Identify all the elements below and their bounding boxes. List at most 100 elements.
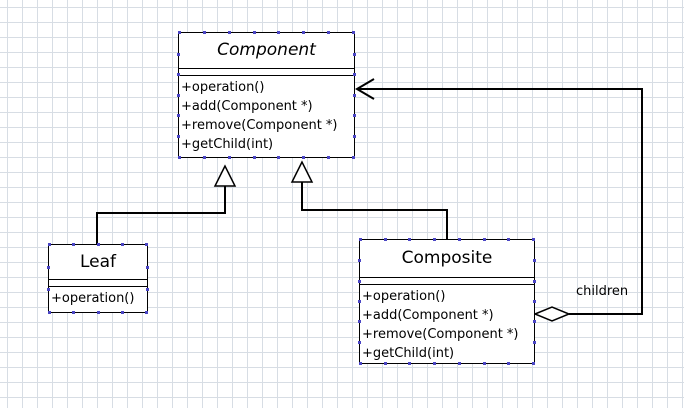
aggregation-diamond [533,306,571,322]
children-aggregation-edge[interactable] [355,78,643,322]
selection-handle [203,31,206,34]
class-component-operation: +getChild(int) [181,137,274,152]
selection-handle [533,341,536,344]
selection-handle [277,156,280,159]
class-leaf-attributes [49,280,147,287]
selection-handle [533,259,536,262]
selection-handle [146,266,149,269]
selection-handle [433,362,436,365]
selection-handle [358,259,361,262]
selection-handle [533,300,536,303]
selection-handle [121,243,124,246]
selection-handle [327,31,330,34]
selection-handle [384,238,387,241]
class-component[interactable]: Component +operation() +add(Component *)… [178,32,355,158]
class-composite-name: Composite [360,240,534,278]
selection-handle [277,31,280,34]
composite-generalization-line [301,182,448,241]
leaf-generalization-arrowhead [213,164,237,187]
selection-handle [533,320,536,323]
selection-handle [359,238,362,241]
class-composite-attributes [360,278,534,285]
selection-handle [97,243,100,246]
selection-handle [47,288,50,291]
selection-handle [228,156,231,159]
selection-handle [408,362,411,365]
class-composite-operation: +add(Component *) [362,308,494,323]
selection-handle [327,156,330,159]
selection-handle [228,31,231,34]
selection-handle [145,311,148,314]
selection-handle [353,53,356,56]
selection-handle [253,31,256,34]
selection-handle [353,94,356,97]
selection-handle [97,311,100,314]
class-component-operation: +add(Component *) [181,99,313,114]
class-component-operation: +remove(Component *) [181,118,338,133]
leaf-generalization-edge[interactable] [96,164,237,246]
class-component-operation: +operation() [181,80,265,95]
selection-handle [177,114,180,117]
selection-handle [48,243,51,246]
selection-handle [358,341,361,344]
selection-handle [507,238,510,241]
selection-handle [177,73,180,76]
selection-handle [533,280,536,283]
selection-handle [302,156,305,159]
selection-handle [433,238,436,241]
class-component-name: Component [179,33,354,69]
selection-handle [72,311,75,314]
selection-handle [47,266,50,269]
class-leaf-operations: +operation() [49,287,147,309]
children-aggregation-arrowhead [355,78,375,100]
selection-handle [178,31,181,34]
selection-handle [302,31,305,34]
class-leaf-operation: +operation() [51,291,135,306]
selection-handle [353,114,356,117]
class-leaf-name: Leaf [49,245,147,280]
selection-handle [145,243,148,246]
selection-handle [408,238,411,241]
selection-handle [532,362,535,365]
selection-handle [177,135,180,138]
selection-handle [177,53,180,56]
selection-handle [358,280,361,283]
class-composite[interactable]: Composite +operation() +add(Component *)… [359,239,535,364]
children-aggregation-line [357,88,643,315]
composite-generalization-edge[interactable] [290,160,448,241]
class-composite-operation: +remove(Component *) [362,327,519,342]
selection-handle [458,238,461,241]
aggregation-label-children: children [576,284,629,299]
selection-handle [483,238,486,241]
selection-handle [353,73,356,76]
selection-handle [146,288,149,291]
selection-handle [203,156,206,159]
selection-handle [177,94,180,97]
class-component-attributes [179,69,354,76]
selection-handle [72,243,75,246]
composite-generalization-arrowhead [290,160,314,183]
selection-handle [358,300,361,303]
selection-handle [353,135,356,138]
leaf-generalization-line [96,186,226,246]
selection-handle [121,311,124,314]
selection-handle [352,156,355,159]
selection-handle [483,362,486,365]
class-leaf[interactable]: Leaf +operation() [48,244,148,313]
selection-handle [352,31,355,34]
selection-handle [384,362,387,365]
class-composite-operations: +operation() +add(Component *) +remove(C… [360,285,534,364]
selection-handle [458,362,461,365]
selection-handle [532,238,535,241]
selection-handle [48,311,51,314]
class-composite-operation: +operation() [362,289,446,304]
selection-handle [358,320,361,323]
selection-handle [359,362,362,365]
selection-handle [253,156,256,159]
class-composite-operation: +getChild(int) [362,346,455,361]
selection-handle [507,362,510,365]
selection-handle [178,156,181,159]
class-component-operations: +operation() +add(Component *) +remove(C… [179,76,354,155]
